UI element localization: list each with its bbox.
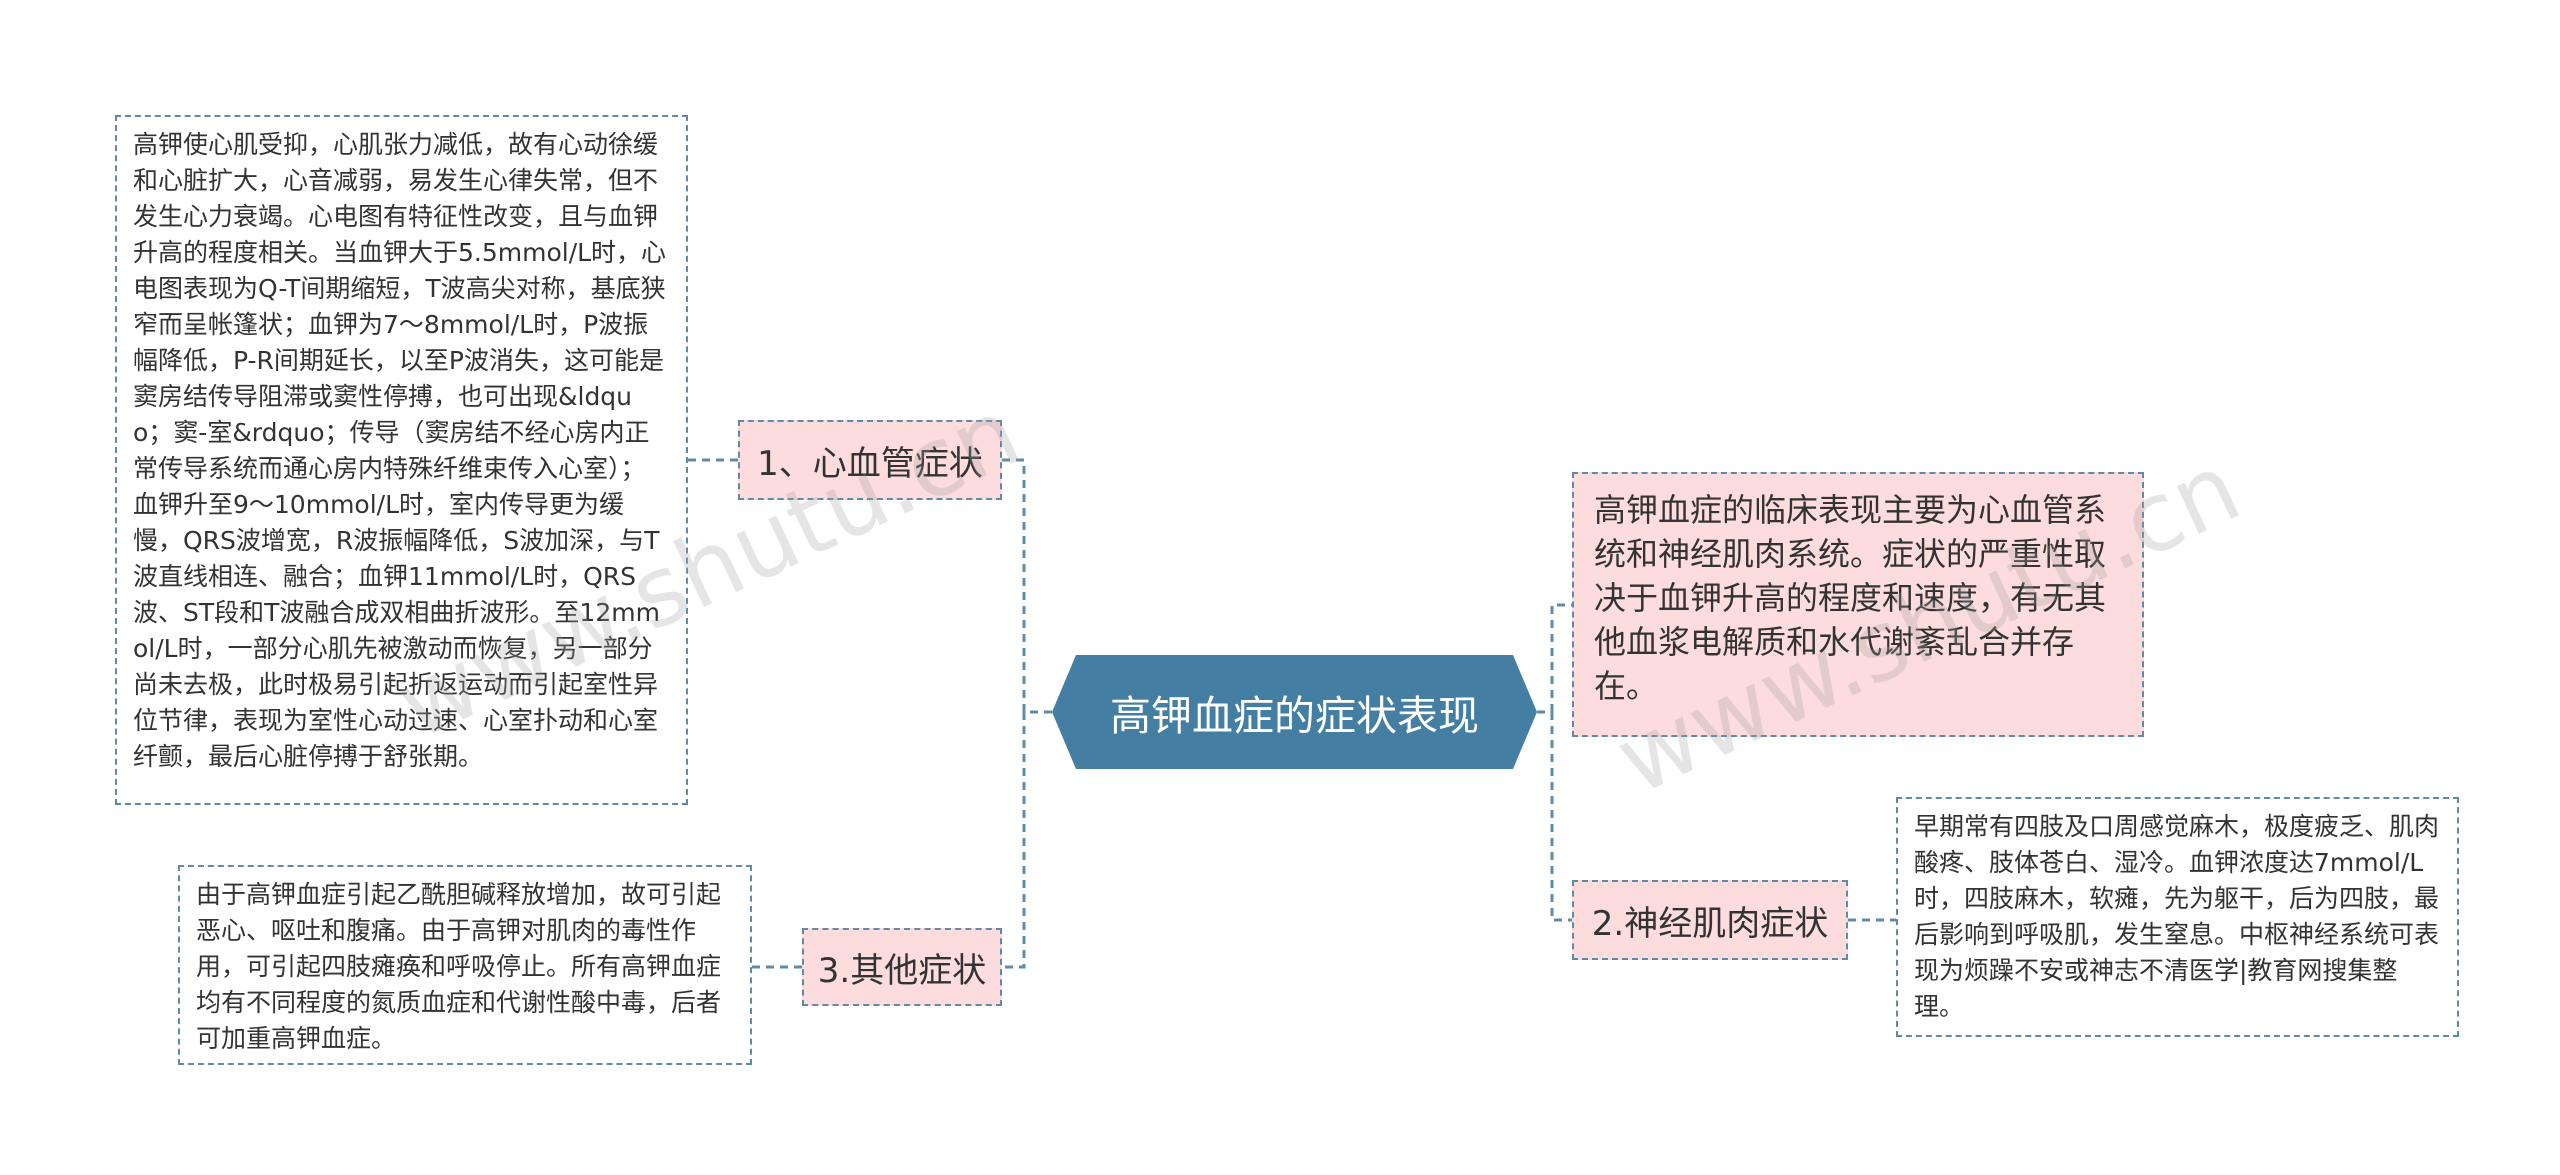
connector-to-neuro <box>1550 712 1572 922</box>
other-symptoms-detail[interactable]: 由于高钾血症引起乙酰胆碱释放增加，故可引起恶心、呕吐和腹痛。由于高钾对肌肉的毒性… <box>178 865 752 1065</box>
branch-neuromuscular-label: 2.神经肌肉症状 <box>1591 903 1829 944</box>
summary-topic-text: 高钾血症的临床表现主要为心血管系统和神经肌肉系统。症状的严重性取决于血钾升高的程… <box>1594 491 2107 705</box>
cardiovascular-detail[interactable]: 高钾使心肌受抑，心肌张力减低，故有心动徐缓和心脏扩大，心音减弱，易发生心律失常，… <box>115 115 688 805</box>
root-topic-label: 高钾血症的症状表现 <box>1110 692 1479 740</box>
connector-to-cardio <box>1002 458 1026 712</box>
root-topic[interactable]: 高钾血症的症状表现 <box>1052 655 1537 769</box>
connector-to-summary <box>1550 603 1572 712</box>
neuromuscular-detail-text: 早期常有四肢及口周感觉麻木，极度疲乏、肌肉酸疼、肢体苍白、湿冷。血钾浓度达7mm… <box>1914 812 2440 1021</box>
branch-cardiovascular[interactable]: 1、心血管症状 <box>738 420 1002 500</box>
connector-to-other <box>1002 712 1026 969</box>
summary-topic[interactable]: 高钾血症的临床表现主要为心血管系统和神经肌肉系统。症状的严重性取决于血钾升高的程… <box>1572 472 2144 737</box>
branch-other-symptoms[interactable]: 3.其他症状 <box>802 928 1002 1006</box>
branch-other-symptoms-label: 3.其他症状 <box>817 950 987 991</box>
branch-neuromuscular[interactable]: 2.神经肌肉症状 <box>1572 880 1848 960</box>
branch-cardiovascular-label: 1、心血管症状 <box>757 443 983 484</box>
other-symptoms-detail-text: 由于高钾血症引起乙酰胆碱释放增加，故可引起恶心、呕吐和腹痛。由于高钾对肌肉的毒性… <box>196 880 722 1053</box>
neuromuscular-detail[interactable]: 早期常有四肢及口周感觉麻木，极度疲乏、肌肉酸疼、肢体苍白、湿冷。血钾浓度达7mm… <box>1896 797 2459 1037</box>
cardiovascular-detail-text: 高钾使心肌受抑，心肌张力减低，故有心动徐缓和心脏扩大，心音减弱，易发生心律失常，… <box>133 130 667 771</box>
